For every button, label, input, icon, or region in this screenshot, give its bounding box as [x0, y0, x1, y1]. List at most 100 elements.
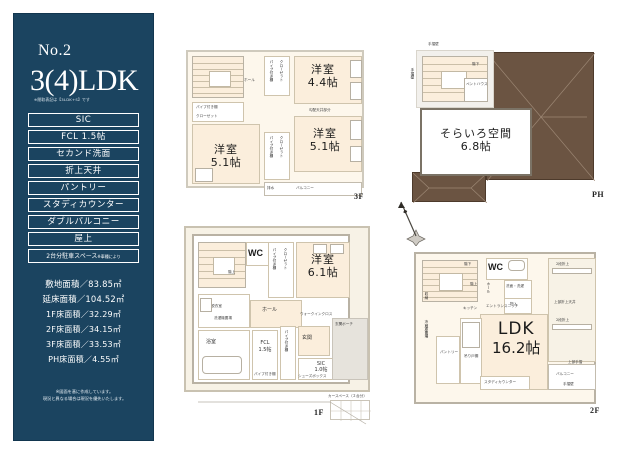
1f-hall	[250, 300, 302, 328]
2f-living-right	[548, 258, 596, 362]
ph-penthouse-box	[464, 78, 488, 102]
3f-closet-center-top	[264, 56, 290, 96]
ph-sky-space	[420, 108, 532, 176]
3f-window-bottom-right-2	[350, 146, 362, 162]
ph-handrail-left-label: 手摺壁	[410, 68, 415, 79]
2f-balcony	[548, 364, 596, 390]
1f-staircase	[198, 242, 246, 288]
feature-item-raised-ceiling: 折上天井	[28, 164, 139, 178]
3f-closet-label-c: クローゼット	[279, 136, 284, 158]
2f-folding-ceiling-a-label: 2段折上	[556, 262, 570, 266]
floor-area-1f: 1F床面積／32.29㎡	[46, 310, 121, 319]
feature-list: SIC FCL 1.5帖 セカンド洗面 折上天井 パントリー スタディカウンター…	[24, 113, 143, 263]
1f-bath-label: 浴室	[206, 339, 217, 345]
1f-stair-up-label: 階上	[228, 270, 236, 274]
2f-study-counter-label: スタディカウンター	[484, 380, 517, 384]
1f-pipe-shelf-label-c: パイプ付き棚	[284, 330, 289, 352]
2f-entry-nook-label: エントランスニッチ	[486, 304, 519, 308]
2f-hall-label: ホール	[486, 282, 491, 293]
1f-bedroom-size: 6.1帖	[307, 265, 339, 279]
1f-shoe-box-label: シューズボックス	[298, 374, 327, 378]
ph-penthouse-label: ペントハウス	[466, 82, 488, 86]
feature-item-double-balcony: ダブルバルコニー	[28, 215, 139, 229]
1f-washroom-label: 洗面脱衣室	[204, 304, 222, 308]
layout-title: 3(4)LDK	[30, 64, 139, 97]
floor-tag-3f: 3F	[354, 192, 364, 201]
1f-sic-label: SIC 1.0帖	[307, 361, 335, 373]
plan-number: No.2	[38, 42, 72, 59]
1f-entrance-label: 玄関	[302, 335, 313, 341]
ph-sky-space-label: そらいろ空間 6.8帖	[420, 127, 532, 153]
1f-entrance	[298, 326, 330, 356]
3f-bedroom-left-label: 洋室 5.1帖	[192, 143, 260, 169]
1f-bedroom-window-b	[330, 244, 344, 254]
2f-study-counter	[480, 376, 530, 390]
1f-washer-label: 洗濯機置場	[214, 316, 232, 320]
2f-shelf-label: 吊り戸棚	[464, 354, 479, 358]
1f-bedroom-window-a	[313, 244, 327, 254]
1f-bedroom-name: 洋室	[311, 253, 335, 266]
1f-fcl	[252, 330, 278, 380]
1f-wc-label: WC	[248, 248, 263, 258]
floor-tag-2f: 2F	[590, 406, 600, 415]
1f-sic-size: 1.0帖	[314, 367, 328, 373]
3f-balcony-label: バルコニー	[296, 186, 314, 190]
3f-pipe-shelf-label-c: パイプ付き棚	[269, 136, 274, 158]
3f-window-top-right-2	[350, 82, 362, 100]
2f-ldk-size: 16.2帖	[492, 338, 541, 357]
2f-folding-ceiling-b-label: 2段折上	[556, 318, 570, 322]
1f-shoe-closet	[280, 326, 296, 380]
3f-drain-label: 排水	[267, 186, 275, 190]
total-floor-area: 延床面積／104.52㎡	[42, 294, 125, 304]
1f-pipe-shelf-label-b: パイプ付き棚	[254, 372, 276, 376]
feature-parking-label: 2台分駐車スペース	[46, 253, 98, 260]
floorplan-1f: 階上 WC パイプ付き棚 クローゼット 洗面脱衣室 洗濯機置場 浴室 FCL 1…	[180, 222, 375, 425]
disclaimer-line-2: 現況と異なる場合は現況を優先いたします。	[42, 396, 127, 401]
1f-walk-in-label: ウォークインクロス	[300, 312, 333, 316]
1f-bathtub-fixture	[202, 356, 242, 374]
3f-bedroom-bottom-right-label: 洋室 5.1帖	[294, 127, 356, 153]
disclaimer-line-1: ※図面を基に作成しています。	[55, 389, 114, 394]
1f-closet	[268, 242, 294, 298]
3f-closet-center-bottom	[264, 132, 290, 180]
3f-bedroom-bottom-right-size: 5.1帖	[309, 139, 341, 153]
floorplan-2f: 階下 階上 WC 洗面・洗濯 物入 ホール エントランスニッチ LDK 16.2…	[408, 248, 608, 422]
info-sidebar: No.2 3(4)LDK ※間取表記は【3LDK+S】です SIC FCL 1.…	[13, 13, 154, 441]
2f-second-wash-label: 洗面・洗濯	[506, 284, 524, 288]
north-arrow-icon	[396, 198, 436, 251]
ph-roof-lower	[412, 172, 487, 203]
floorplan-ph: ペントハウス 階下 手摺壁 手摺壁 そらいろ空間 6.8帖 PH	[408, 32, 608, 204]
1f-bedroom-label: 洋室 6.1帖	[296, 253, 350, 279]
2f-stair-down-label: 階下	[464, 262, 472, 266]
1f-pipe-shelf-label-a: パイプ付き棚	[272, 248, 277, 270]
1f-porch	[332, 318, 368, 380]
layout-note: ※間取表記は【3LDK+S】です	[34, 97, 90, 103]
3f-closet-label-a: クローゼット	[196, 114, 218, 118]
3f-window-top-right	[350, 60, 362, 78]
ph-stair-down-label: 階下	[472, 62, 480, 66]
3f-bedroom-left-size: 5.1帖	[210, 155, 242, 169]
feature-item-fcl: FCL 1.5帖	[28, 130, 139, 144]
floorplan-3f: ホール パイプ付き棚 クローゼット 洋室 5.1帖 パイプ付き棚 クローゼット …	[178, 32, 373, 204]
1f-parking-label: カースペース（２台分）	[328, 394, 367, 398]
2f-window-mid	[552, 324, 592, 330]
floor-area-3f: 3F床面積／33.53㎡	[46, 340, 121, 349]
1f-closet-label: クローゼット	[283, 248, 288, 270]
3f-bedroom-left-name: 洋室	[214, 143, 238, 156]
3f-hall-label: ホール	[244, 78, 255, 82]
floor-area-ph: PH床面積／4.55㎡	[48, 355, 119, 364]
3f-bedroom-top-right-size: 4.4帖	[307, 75, 339, 89]
2f-ldk-label: LDK 16.2帖	[492, 319, 541, 357]
3f-bedroom-top-right-label: 洋室 4.4帖	[294, 63, 352, 89]
2f-kitchen-label: キッチン	[463, 306, 478, 310]
floor-tag-ph: PH	[592, 190, 605, 199]
2f-wc-label: WC	[488, 262, 503, 272]
3f-slope-ceiling-label: 勾配天井部分	[309, 108, 331, 112]
1f-parking-block	[330, 400, 371, 421]
feature-item-rooftop: 屋上	[28, 232, 139, 246]
feature-item-sic: SIC	[28, 113, 139, 127]
area-summary: 敷地面積／83.85㎡ 延床面積／104.52㎡ 1F床面積／32.29㎡ 2F…	[24, 277, 143, 367]
feature-item-second-washbasin: セカンド洗面	[28, 147, 139, 161]
2f-storage	[504, 298, 532, 314]
